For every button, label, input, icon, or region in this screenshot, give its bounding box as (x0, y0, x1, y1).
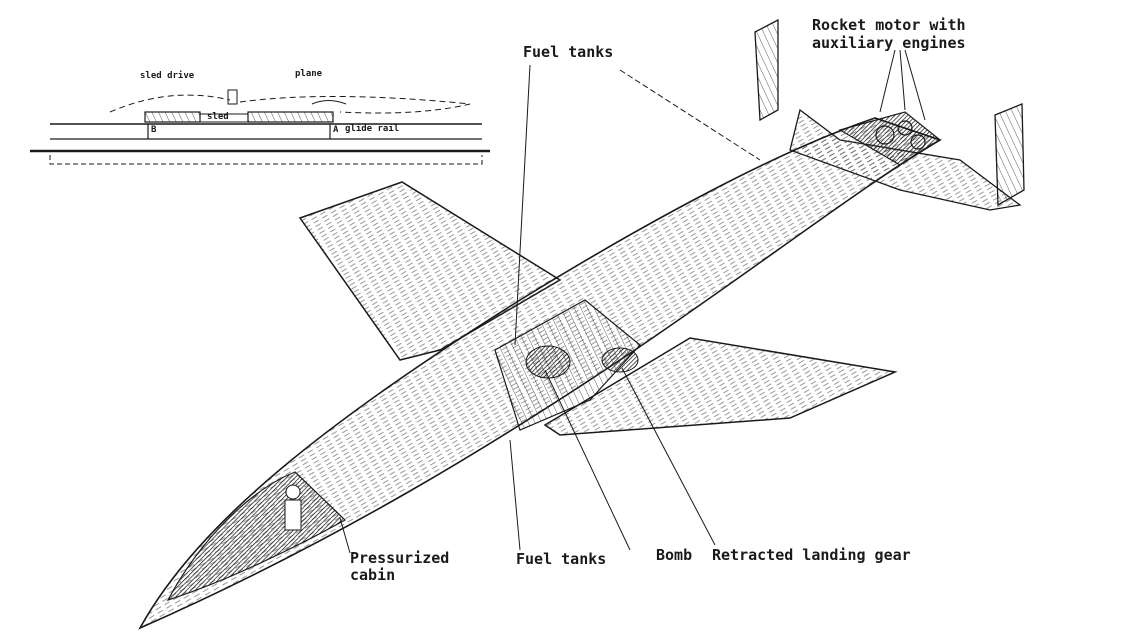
label-fuel-tanks-top: Fuel tanks (523, 43, 614, 61)
label-fuel-tanks-bottom: Fuel tanks (516, 550, 607, 568)
launch-sled-inset (30, 89, 490, 165)
left-tail-fin (754, 18, 779, 122)
label-rocket-motor-line2: auxiliary engines (812, 34, 966, 52)
label-pressurized-line2: cabin (350, 566, 396, 584)
inset-label-sled: sled (207, 112, 229, 122)
pilot-body (284, 499, 302, 531)
sled-fin (227, 89, 238, 105)
pilot-head (285, 484, 301, 500)
label-pressurized-line1: Pressurized (350, 549, 450, 567)
leader-fuel-tanks-top-1 (514, 64, 531, 346)
leader-bomb (544, 369, 631, 551)
leader-lines (339, 49, 926, 554)
sled-body (199, 113, 249, 123)
aircraft (138, 18, 1025, 630)
leader-rocket-1 (879, 49, 896, 113)
leader-rocket-2 (899, 49, 906, 111)
plane-outline (239, 95, 471, 114)
inset-label-glide-rail: glide rail (345, 124, 400, 134)
inset-label-sled-drive: sled drive (140, 71, 195, 81)
aux-engine-2 (897, 120, 913, 136)
aux-engine-3 (910, 134, 926, 150)
plane-canopy (311, 100, 347, 105)
leader-cabin (339, 517, 351, 554)
bomb-shape (525, 345, 571, 379)
right-wing (543, 337, 898, 436)
sled-drive-block-left (144, 111, 201, 123)
landing-gear-shape (601, 347, 639, 373)
label-rocket-motor-line1: Rocket motor with (812, 16, 966, 34)
inset-mark-a: A (333, 125, 339, 135)
inset-label-plane: plane (295, 69, 323, 79)
sled-drive-outline (109, 94, 231, 113)
leader-landing-gear (621, 367, 716, 546)
label-retracted-landing-gear: Retracted landing gear (712, 546, 911, 564)
rail-foundation-dashed (49, 155, 483, 165)
sled-drive-block-right (247, 111, 334, 123)
inset-mark-b: B (151, 125, 157, 135)
rocket-motor (838, 111, 942, 166)
right-tail-fin (994, 103, 1025, 207)
label-bomb: Bomb (656, 546, 693, 564)
leader-fuel-tanks-bottom (509, 439, 521, 551)
aux-engine-1 (875, 125, 895, 145)
leader-fuel-tanks-top-2 (619, 69, 761, 161)
leader-rocket-3 (904, 49, 926, 121)
